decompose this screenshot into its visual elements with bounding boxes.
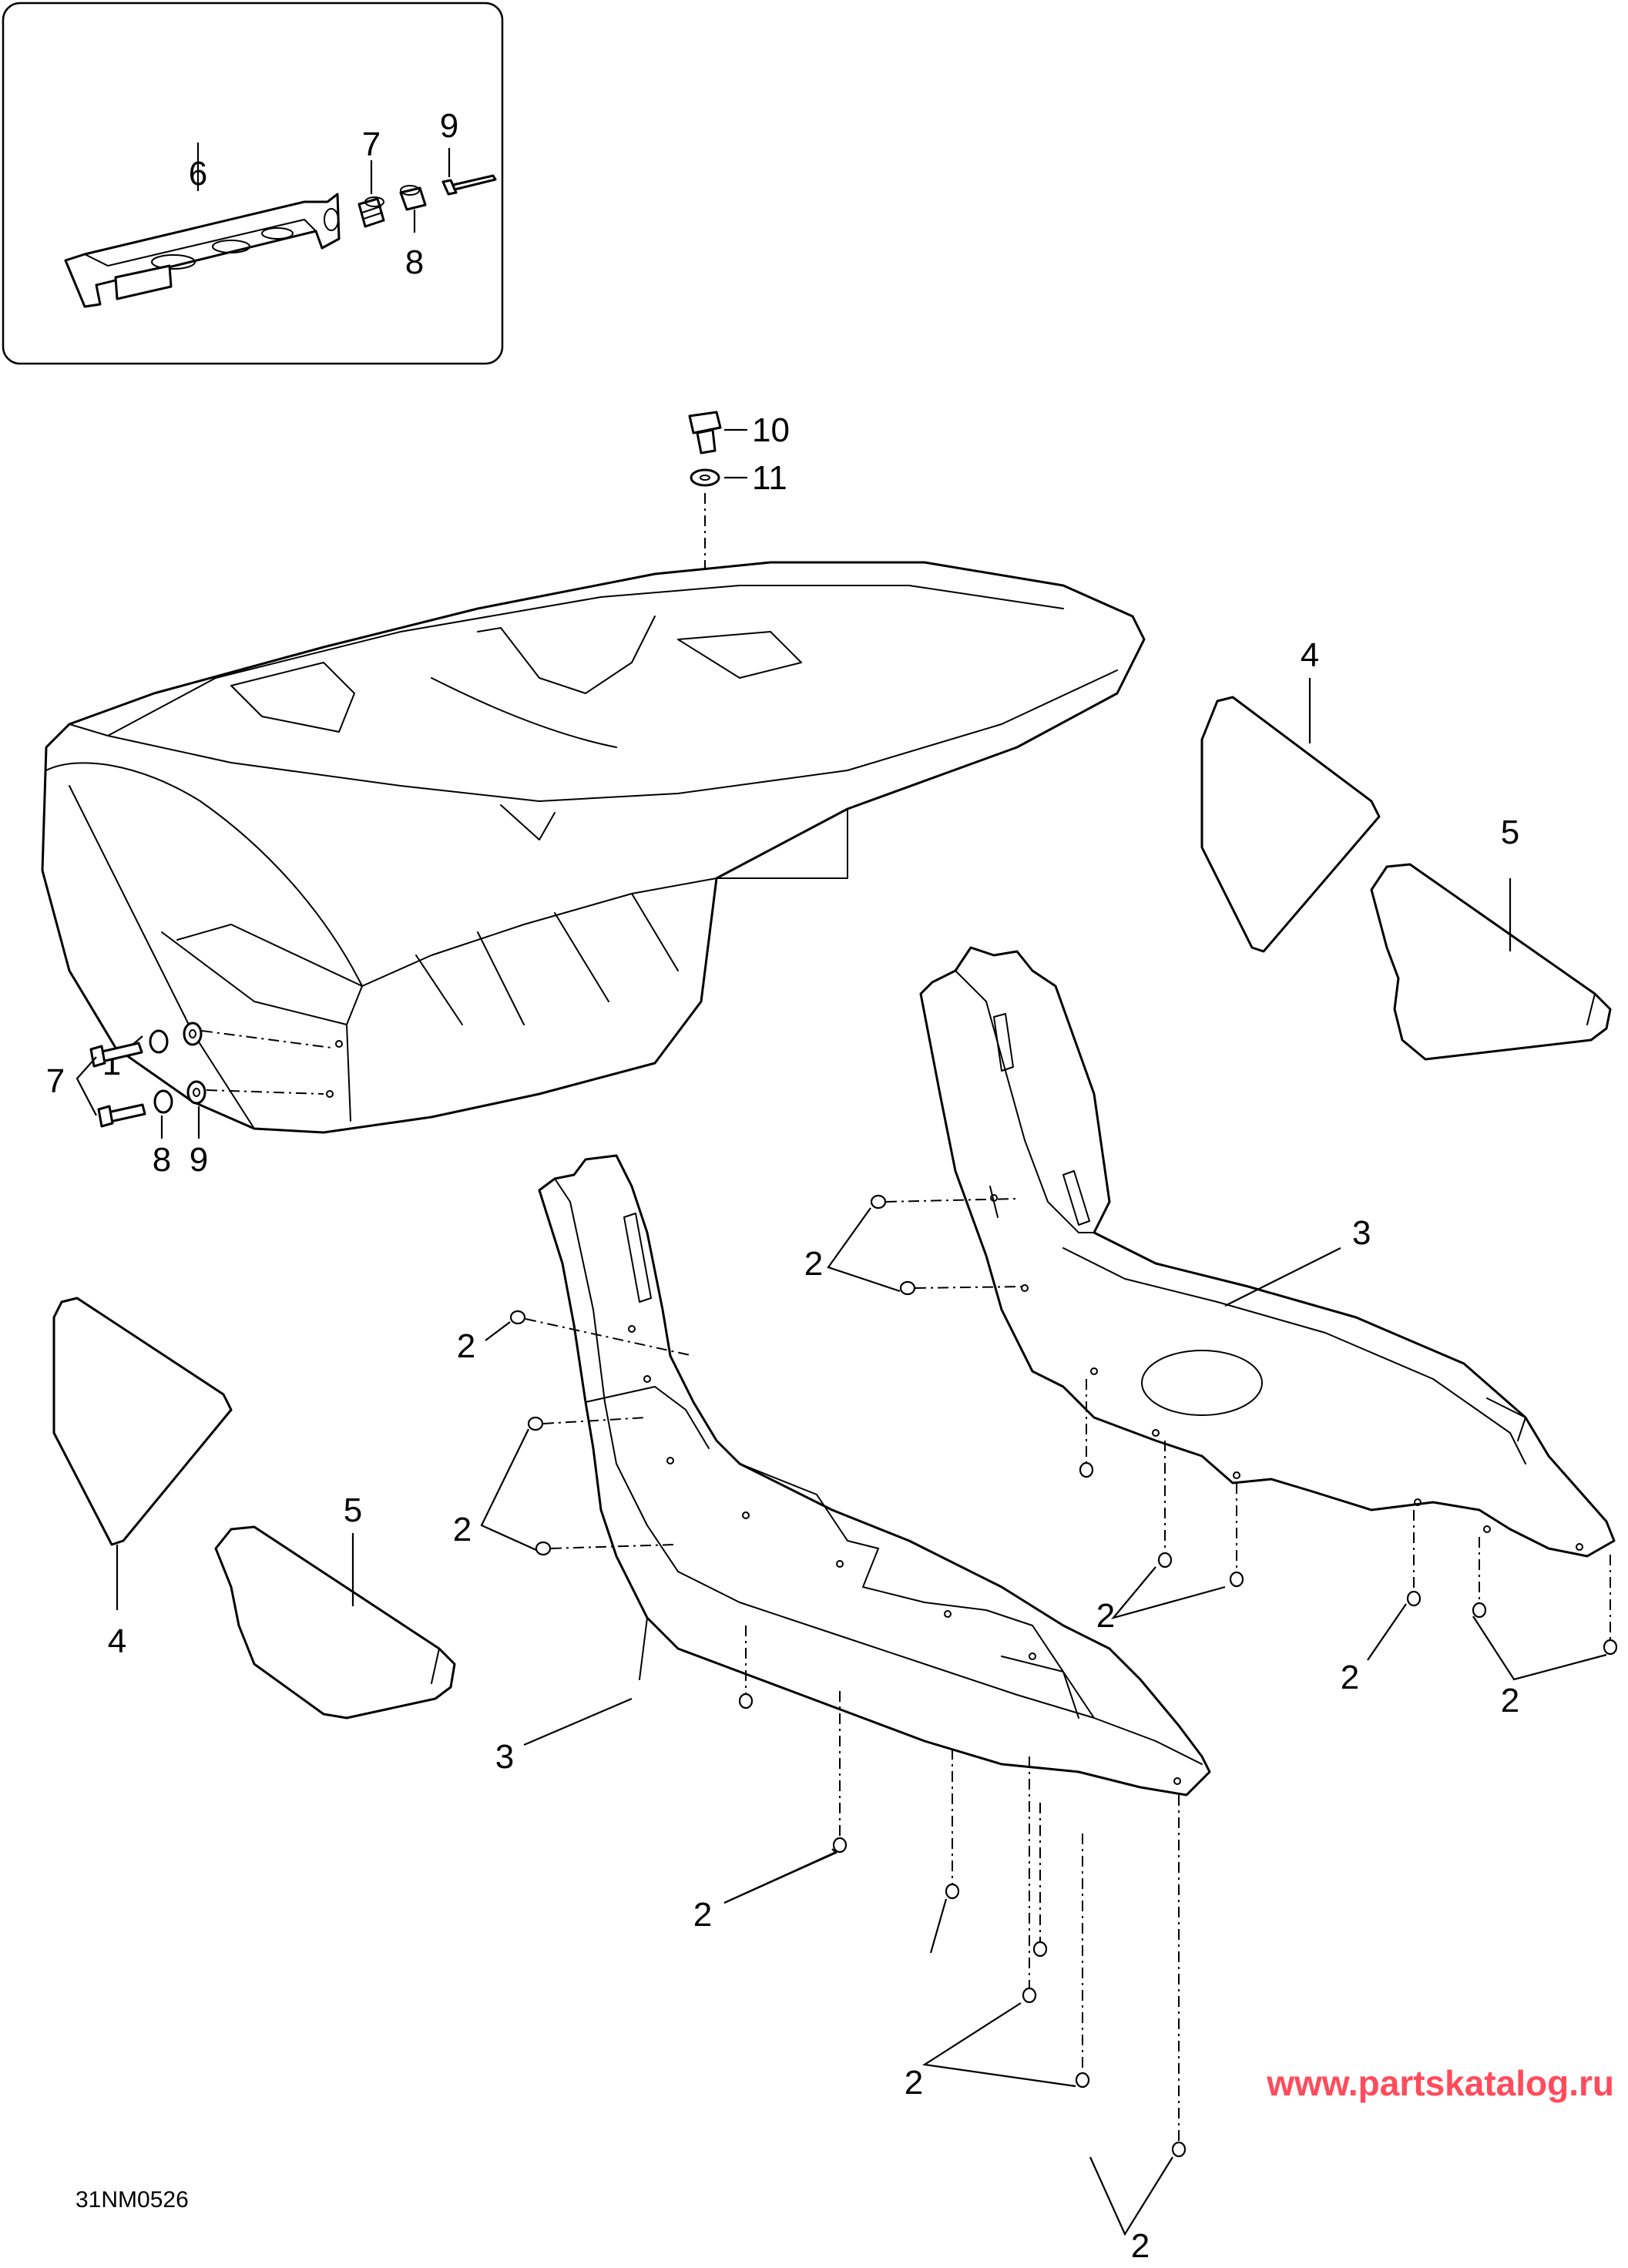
part-2-screws: 2 2 2 2 2 2 2 2 2 — [453, 1194, 1618, 2265]
leader-line — [1472, 1615, 1607, 1681]
bin-side-fasteners: 7 8 9 — [46, 1022, 332, 1179]
callout-3-left: 3 — [495, 1738, 514, 1776]
leader-line — [523, 1697, 633, 1746]
callout-2: 2 — [693, 1896, 712, 1934]
callout-6: 6 — [189, 155, 207, 193]
callout-2: 2 — [1501, 1682, 1519, 1719]
leader-line — [1089, 2156, 1173, 2236]
leader-line — [1367, 1603, 1407, 1661]
leader-line — [485, 1321, 511, 1341]
callout-11: 11 — [752, 459, 787, 497]
callout-7-inset: 7 — [362, 126, 381, 163]
callout-2: 2 — [1341, 1659, 1359, 1696]
leader-line — [76, 1056, 97, 1116]
callout-9-inset: 9 — [440, 107, 458, 145]
watermark-text: www.partskatalog.ru — [1266, 2063, 1614, 2103]
callout-5-right: 5 — [1501, 814, 1519, 851]
drawing-code: 31NM0526 — [76, 2187, 189, 2213]
part-4-left-panel: 4 — [52, 1297, 233, 1660]
callout-8: 8 — [153, 1141, 171, 1179]
callout-3-right: 3 — [1352, 1214, 1371, 1252]
leader-line — [1110, 1566, 1226, 1619]
leader-line — [827, 1207, 901, 1293]
part-1-storage-bin: 1 — [41, 561, 1146, 1134]
leader-line — [1224, 1247, 1341, 1307]
part-5-left-pad: 5 — [214, 1491, 456, 1719]
callout-9: 9 — [190, 1141, 208, 1179]
part-3-right-support: 3 — [919, 946, 1616, 1558]
callout-5-left: 5 — [344, 1491, 362, 1529]
callout-2: 2 — [1096, 1597, 1115, 1635]
inset-detail: 6 7 8 9 — [2, 2, 504, 365]
leader-line — [480, 1428, 537, 1552]
leader-line — [723, 1850, 837, 1904]
callout-8-inset: 8 — [405, 243, 424, 281]
callout-2: 2 — [453, 1511, 472, 1548]
callout-2: 2 — [804, 1245, 823, 1283]
part-3-left-support: 3 — [495, 1154, 1211, 1797]
part-5-right-pad: 5 — [1370, 814, 1612, 1061]
part-4-right-panel: 4 — [1200, 636, 1381, 953]
callout-2: 2 — [905, 2064, 923, 2102]
callout-4-left: 4 — [108, 1622, 126, 1660]
callout-2: 2 — [1131, 2227, 1150, 2265]
callout-10: 10 — [752, 411, 790, 449]
callout-7: 7 — [46, 1062, 65, 1100]
callout-2: 2 — [457, 1327, 475, 1365]
callout-4-right: 4 — [1301, 636, 1319, 674]
top-fasteners: 10 11 — [688, 411, 790, 639]
leader-line — [921, 2002, 1076, 2088]
leader-line — [929, 1898, 948, 1954]
